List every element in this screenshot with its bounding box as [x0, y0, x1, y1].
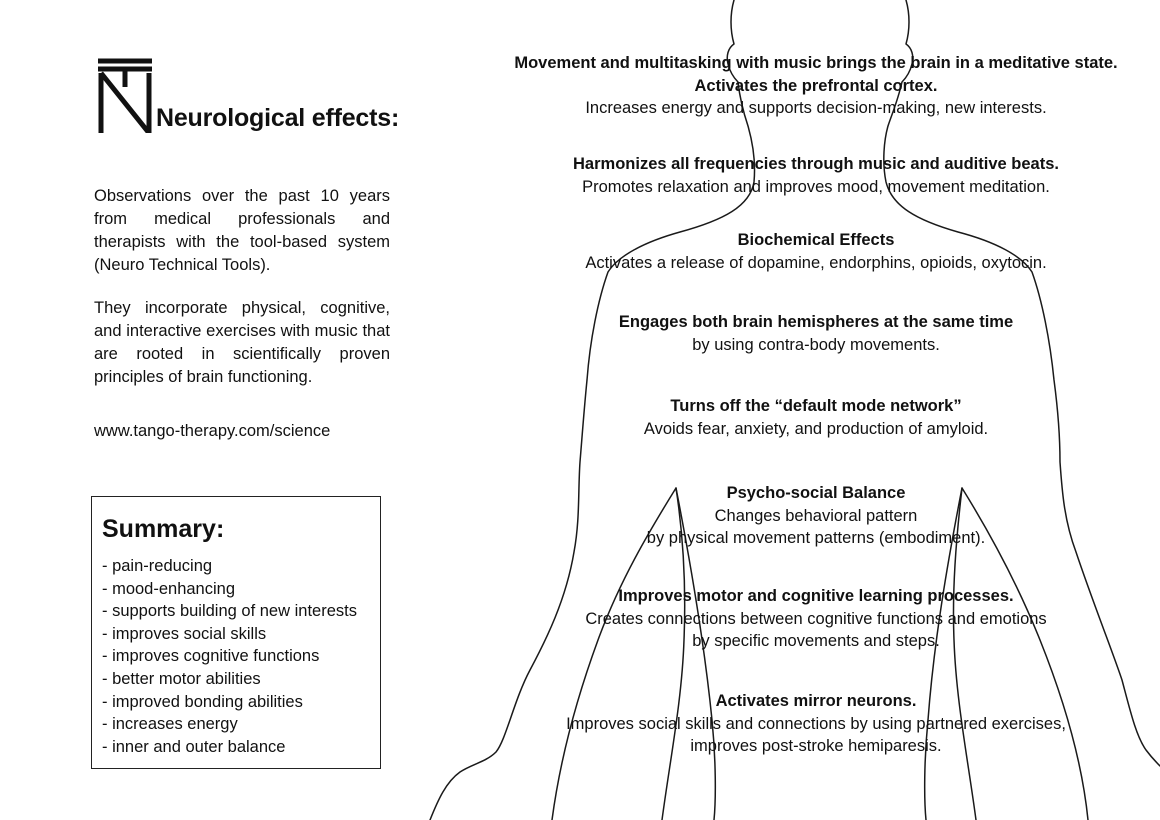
effect-harmonizes-frequencies: Harmonizes all frequencies through music…	[472, 153, 1160, 198]
effect-description: improves post-stroke hemiparesis.	[690, 737, 942, 756]
effect-biochemical: Biochemical Effects Activates a release …	[472, 229, 1160, 274]
summary-title: Summary:	[102, 515, 225, 543]
effect-description: Activates a release of dopamine, endorph…	[585, 253, 1047, 272]
summary-item: - improved bonding abilities	[102, 692, 303, 711]
effect-description: by using contra-body movements.	[692, 335, 940, 354]
effect-brain-hemispheres: Engages both brain hemispheres at the sa…	[472, 311, 1160, 356]
summary-item: - better motor abilities	[102, 669, 261, 688]
effect-default-mode-network: Turns off the “default mode network” Avo…	[472, 395, 1160, 440]
summary-item: - improves cognitive functions	[102, 647, 320, 666]
body-outline	[429, 0, 756, 820]
tt-monogram-icon	[98, 58, 152, 133]
effect-description: Improves social skills and connections b…	[566, 714, 1066, 733]
effect-description: Avoids fear, anxiety, and production of …	[643, 419, 989, 438]
effect-meditative-state: Movement and multitasking with music bri…	[472, 52, 1160, 120]
effect-description: Changes behavioral pattern	[714, 506, 918, 525]
summary-item: - inner and outer balance	[102, 737, 286, 756]
effect-description: Promotes relaxation and improves mood, m…	[582, 177, 1050, 196]
summary-item: - increases energy	[102, 715, 238, 734]
effect-mirror-neurons: Activates mirror neurons. Improves socia…	[472, 690, 1160, 758]
effect-description: by physical movement patterns (embodimen…	[646, 529, 986, 548]
summary-item: - supports building of new interests	[102, 602, 357, 621]
intro-paragraph-2: They incorporate physical, cognitive, an…	[94, 299, 390, 386]
effect-title: Improves motor and cognitive learning pr…	[618, 587, 1014, 605]
effect-title: Turns off the “default mode network”	[670, 397, 962, 415]
effect-title: Psycho-social Balance	[726, 484, 906, 502]
summary-list: - pain-reducing - mood-enhancing - suppo…	[102, 555, 370, 758]
effect-title: Movement and multitasking with music bri…	[514, 54, 1118, 72]
right-torso-line	[923, 487, 963, 820]
intro-paragraph-1: Observations over the past 10 years from…	[94, 187, 390, 274]
effect-title: Harmonizes all frequencies through music…	[573, 155, 1059, 173]
effect-title: Activates mirror neurons.	[715, 692, 917, 710]
summary-box: Summary: - pain-reducing - mood-enhancin…	[91, 496, 381, 769]
summary-item: - pain-reducing	[102, 557, 213, 575]
summary-item: - improves social skills	[102, 624, 267, 643]
effect-psycho-social-balance: Psycho-social Balance Changes behavioral…	[472, 482, 1160, 550]
effect-title: Activates the prefrontal cortex.	[694, 76, 938, 95]
effect-motor-cognitive-learning: Improves motor and cognitive learning pr…	[472, 585, 1160, 653]
logo	[98, 57, 152, 133]
website-link[interactable]: www.tango-therapy.com/science	[94, 422, 331, 440]
effect-title: Engages both brain hemispheres at the sa…	[618, 313, 1014, 331]
effect-title: Biochemical Effects	[737, 231, 895, 249]
effect-description: Increases energy and supports decision-m…	[585, 99, 1047, 118]
effect-description: Creates connections between cognitive fu…	[585, 609, 1047, 628]
effect-description: by specific movements and steps.	[692, 632, 940, 651]
summary-item: - mood-enhancing	[102, 579, 235, 598]
body-outline-right	[883, 0, 1160, 767]
left-torso-line	[675, 487, 717, 820]
page-title: Neurological effects:	[156, 104, 400, 132]
